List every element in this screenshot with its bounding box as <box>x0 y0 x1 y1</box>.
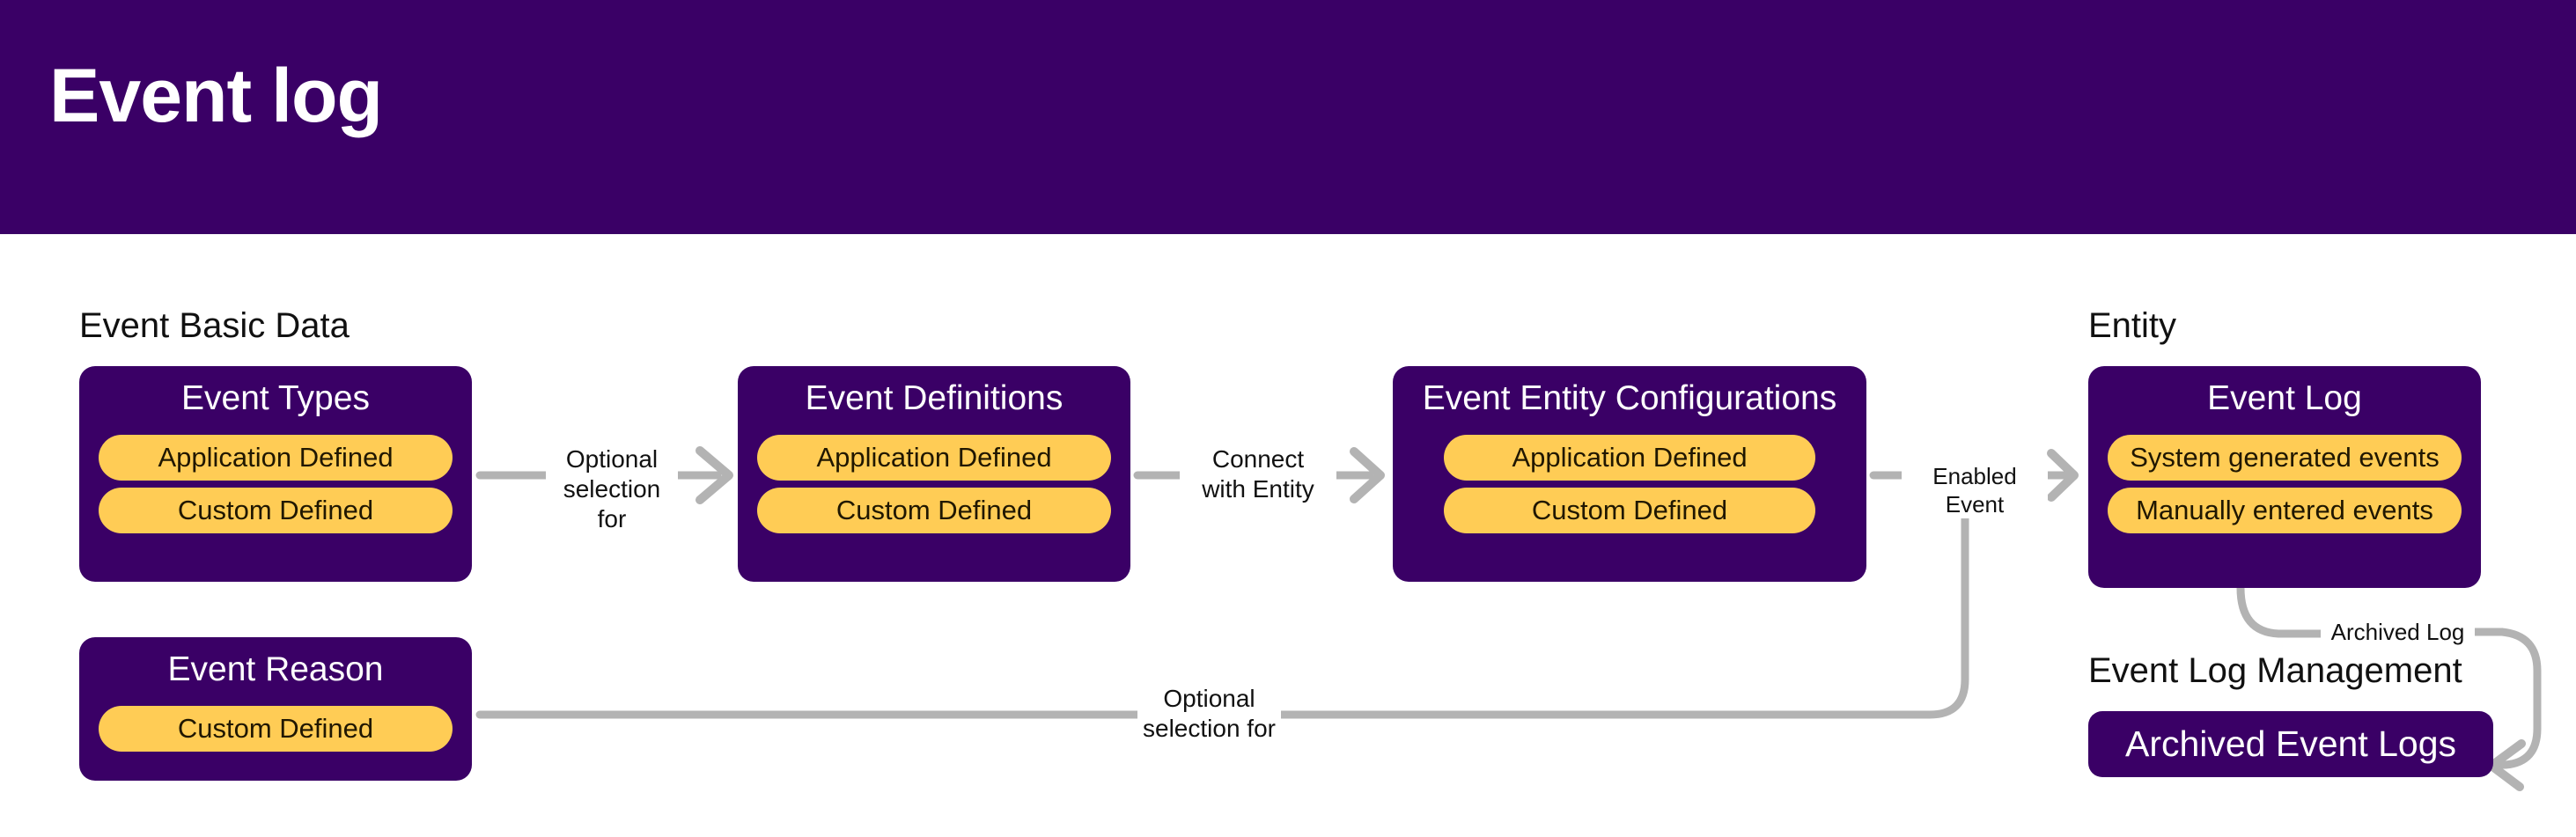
wire-label-optional-selection-for-bottom: Optional selection for <box>1137 684 1281 745</box>
card-event-log[interactable]: Event Log System generated events Manual… <box>2088 366 2481 588</box>
wire-label-optional-selection-for-top: Optional selection for <box>546 444 678 535</box>
group-label-event-basic-data: Event Basic Data <box>79 306 350 345</box>
card-title-archived-event-logs: Archived Event Logs <box>2124 723 2457 764</box>
card-event-types[interactable]: Event Types Application Defined Custom D… <box>79 366 472 582</box>
arrowhead-eventlog <box>2047 449 2079 502</box>
pill-event-log-system-generated-events[interactable]: System generated events <box>2108 435 2462 481</box>
group-label-entity: Entity <box>2088 306 2177 345</box>
pill-event-entity-config-application-defined[interactable]: Application Defined <box>1444 435 1815 481</box>
arrowhead-definitions <box>696 446 733 504</box>
wire-archived-log-left <box>2236 584 2329 638</box>
pill-event-reason-custom-defined[interactable]: Custom Defined <box>99 706 453 753</box>
pill-event-types-application-defined[interactable]: Application Defined <box>99 435 453 481</box>
arrowhead-archived-logs <box>2487 739 2526 791</box>
page-title: Event log <box>49 54 383 138</box>
pill-event-definitions-application-defined[interactable]: Application Defined <box>757 435 1111 481</box>
card-archived-event-logs[interactable]: Archived Event Logs <box>2088 711 2493 777</box>
pill-event-entity-config-custom-defined[interactable]: Custom Defined <box>1444 488 1815 534</box>
group-label-event-log-management: Event Log Management <box>2088 651 2462 690</box>
card-event-entity-configurations[interactable]: Event Entity Configurations Application … <box>1393 366 1866 582</box>
pill-event-log-manually-entered-events[interactable]: Manually entered events <box>2108 488 2462 534</box>
pill-event-definitions-custom-defined[interactable]: Custom Defined <box>757 488 1111 534</box>
arrowhead-configurations <box>1350 447 1385 503</box>
card-event-reason[interactable]: Event Reason Custom Defined <box>79 637 472 781</box>
card-event-definitions[interactable]: Event Definitions Application Defined Cu… <box>738 366 1130 582</box>
page-header <box>0 0 2576 234</box>
card-title-event-definitions: Event Definitions <box>805 379 1064 417</box>
card-title-event-reason: Event Reason <box>167 650 384 688</box>
wire-label-enabled-event: Enabled Event <box>1902 463 2048 519</box>
pill-event-types-custom-defined[interactable]: Custom Defined <box>99 488 453 534</box>
card-title-event-types: Event Types <box>181 379 370 417</box>
card-title-event-entity-configurations: Event Entity Configurations <box>1422 379 1837 417</box>
wire-label-connect-with-entity: Connect with Entity <box>1180 444 1336 505</box>
wire-label-archived-log: Archived Log <box>2321 619 2475 647</box>
card-title-event-log: Event Log <box>2207 379 2362 417</box>
